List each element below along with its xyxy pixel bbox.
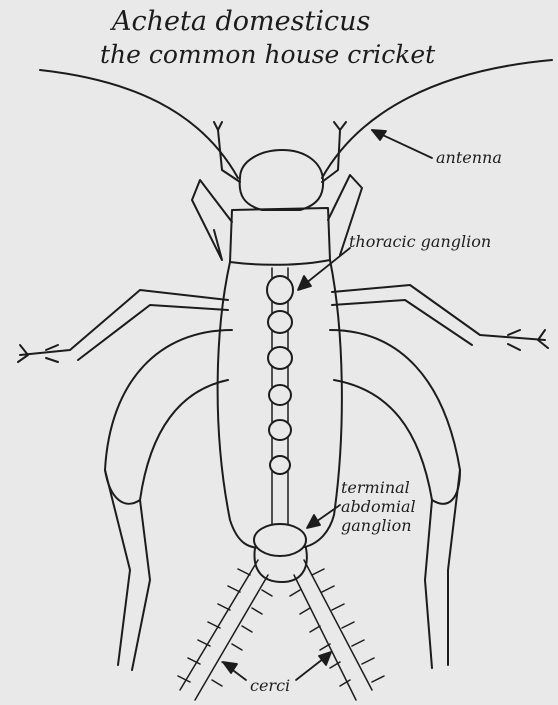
label-terminal-line3: ganglion <box>341 516 416 535</box>
left-antenna <box>40 70 238 178</box>
label-terminal-abdominal-ganglion: terminal abdomial ganglion <box>341 478 416 535</box>
left-middle-leg <box>20 290 228 360</box>
left-hind-femur <box>105 330 232 504</box>
label-thoracic-ganglion: thoracic ganglion <box>349 232 491 251</box>
right-hind-tibia <box>425 470 460 668</box>
left-hind-tibia <box>105 470 150 670</box>
title-species: Acheta domesticus <box>112 6 370 37</box>
label-terminal-line2: abdomial <box>341 497 416 516</box>
right-middle-leg <box>332 285 545 345</box>
left-front-leg <box>192 180 232 260</box>
title-common-name: the common house cricket <box>100 40 435 69</box>
nerve-cord <box>254 268 306 556</box>
label-cerci: cerci <box>250 676 290 695</box>
label-antenna: antenna <box>436 148 502 167</box>
head <box>240 150 323 210</box>
pronotum <box>230 208 330 265</box>
label-terminal-line1: terminal <box>341 478 416 497</box>
right-cercus <box>290 560 384 700</box>
